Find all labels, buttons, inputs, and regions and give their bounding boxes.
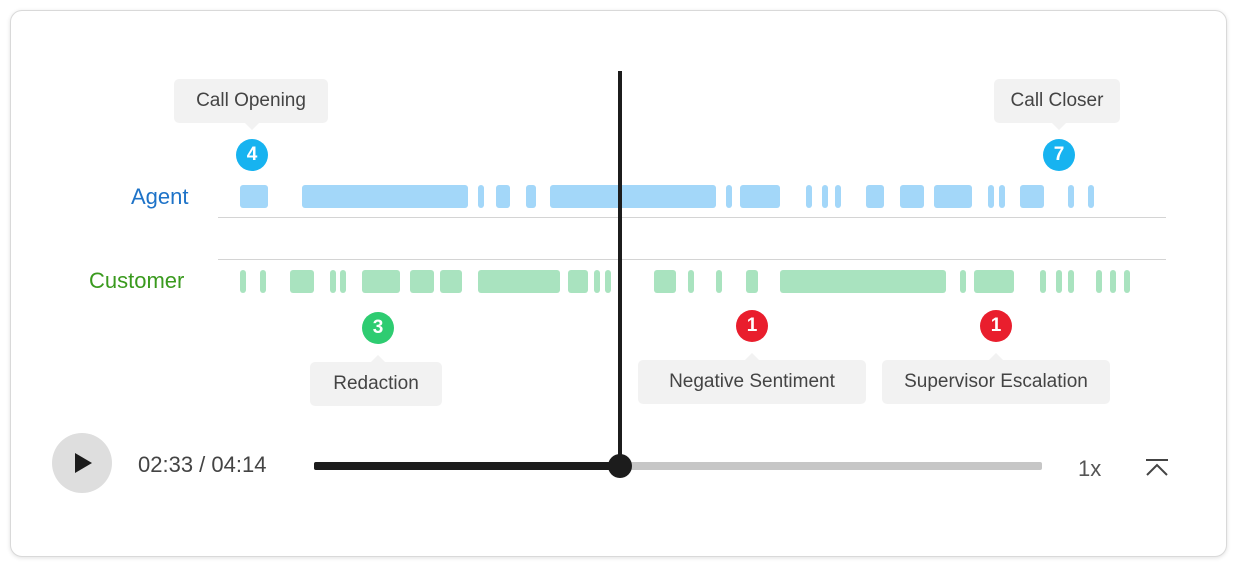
redaction-tooltip[interactable]: Redaction bbox=[310, 362, 442, 406]
customer-speech-segment[interactable] bbox=[1068, 270, 1074, 293]
customer-speech-segment[interactable] bbox=[1056, 270, 1062, 293]
customer-speech-segment[interactable] bbox=[240, 270, 246, 293]
customer-speech-segment[interactable] bbox=[746, 270, 758, 293]
call-closer-tooltip[interactable]: Call Closer bbox=[994, 79, 1120, 123]
customer-speech-segment[interactable] bbox=[290, 270, 314, 293]
agent-speech-segment[interactable] bbox=[1068, 185, 1074, 208]
call-closer-label: Call Closer bbox=[1010, 90, 1104, 111]
agent-speech-segment[interactable] bbox=[740, 185, 780, 208]
collapse-icon[interactable] bbox=[1144, 458, 1170, 478]
progress-fill bbox=[314, 462, 620, 470]
agent-speech-segment[interactable] bbox=[726, 185, 732, 208]
progress-track[interactable] bbox=[314, 462, 1042, 470]
track-divider-bottom bbox=[218, 259, 1166, 260]
agent-speech-segment[interactable] bbox=[822, 185, 828, 208]
customer-speech-segment[interactable] bbox=[410, 270, 434, 293]
call-closer-tooltip-arrow bbox=[1052, 123, 1066, 130]
agent-speech-segment[interactable] bbox=[866, 185, 884, 208]
agent-speech-segment[interactable] bbox=[496, 185, 510, 208]
agent-speech-segment[interactable] bbox=[526, 185, 536, 208]
agent-speech-segment[interactable] bbox=[302, 185, 468, 208]
negative-sentiment-tooltip[interactable]: Negative Sentiment bbox=[638, 360, 866, 404]
agent-track-label: Agent bbox=[131, 184, 189, 209]
playback-time: 02:33 / 04:14 bbox=[138, 452, 267, 477]
customer-track-label: Customer bbox=[89, 268, 185, 293]
customer-speech-segment[interactable] bbox=[594, 270, 600, 293]
call-opening-count-badge[interactable]: 4 bbox=[236, 139, 268, 171]
negative-sentiment-tooltip-arrow bbox=[745, 353, 759, 360]
supervisor-escalation-count-badge[interactable]: 1 bbox=[980, 310, 1012, 342]
customer-speech-segment[interactable] bbox=[780, 270, 946, 293]
agent-speech-segment[interactable] bbox=[478, 185, 484, 208]
agent-speech-segment[interactable] bbox=[934, 185, 972, 208]
customer-speech-segment[interactable] bbox=[440, 270, 462, 293]
customer-speech-segment[interactable] bbox=[260, 270, 266, 293]
customer-speech-segment[interactable] bbox=[1110, 270, 1116, 293]
call-closer-count-badge[interactable]: 7 bbox=[1043, 139, 1075, 171]
customer-speech-segment[interactable] bbox=[960, 270, 966, 293]
customer-speech-segment[interactable] bbox=[716, 270, 722, 293]
playhead-line[interactable] bbox=[618, 71, 622, 467]
supervisor-escalation-tooltip-arrow bbox=[989, 353, 1003, 360]
agent-speech-segment[interactable] bbox=[900, 185, 924, 208]
negative-sentiment-label: Negative Sentiment bbox=[669, 371, 835, 392]
customer-speech-segment[interactable] bbox=[1124, 270, 1130, 293]
customer-speech-segment[interactable] bbox=[362, 270, 400, 293]
play-icon bbox=[75, 453, 92, 473]
agent-speech-segment[interactable] bbox=[806, 185, 812, 208]
call-opening-tooltip-arrow bbox=[245, 123, 259, 130]
agent-speech-segment[interactable] bbox=[550, 185, 716, 208]
customer-speech-segment[interactable] bbox=[340, 270, 346, 293]
customer-speech-segment[interactable] bbox=[1096, 270, 1102, 293]
customer-speech-segment[interactable] bbox=[330, 270, 336, 293]
customer-speech-segment[interactable] bbox=[654, 270, 676, 293]
call-opening-tooltip[interactable]: Call Opening bbox=[174, 79, 328, 123]
negative-sentiment-count-badge[interactable]: 1 bbox=[736, 310, 768, 342]
redaction-label: Redaction bbox=[333, 373, 419, 394]
agent-speech-segment[interactable] bbox=[988, 185, 994, 208]
customer-speech-segment[interactable] bbox=[688, 270, 694, 293]
customer-speech-segment[interactable] bbox=[568, 270, 588, 293]
agent-speech-segment[interactable] bbox=[1020, 185, 1044, 208]
agent-speech-segment[interactable] bbox=[835, 185, 841, 208]
supervisor-escalation-tooltip[interactable]: Supervisor Escalation bbox=[882, 360, 1110, 404]
customer-speech-segment[interactable] bbox=[605, 270, 611, 293]
playback-speed-button[interactable]: 1x bbox=[1078, 456, 1102, 481]
agent-speech-segment[interactable] bbox=[240, 185, 268, 208]
redaction-tooltip-arrow bbox=[371, 355, 385, 362]
customer-speech-segment[interactable] bbox=[1040, 270, 1046, 293]
call-opening-label: Call Opening bbox=[196, 90, 306, 111]
agent-speech-segment[interactable] bbox=[999, 185, 1005, 208]
supervisor-escalation-label: Supervisor Escalation bbox=[904, 371, 1088, 392]
track-divider-top bbox=[218, 217, 1166, 218]
agent-speech-segment[interactable] bbox=[1088, 185, 1094, 208]
progress-knob[interactable] bbox=[608, 454, 632, 478]
play-button[interactable] bbox=[52, 433, 112, 493]
customer-speech-segment[interactable] bbox=[478, 270, 560, 293]
redaction-count-badge[interactable]: 3 bbox=[362, 312, 394, 344]
customer-speech-segment[interactable] bbox=[974, 270, 1014, 293]
